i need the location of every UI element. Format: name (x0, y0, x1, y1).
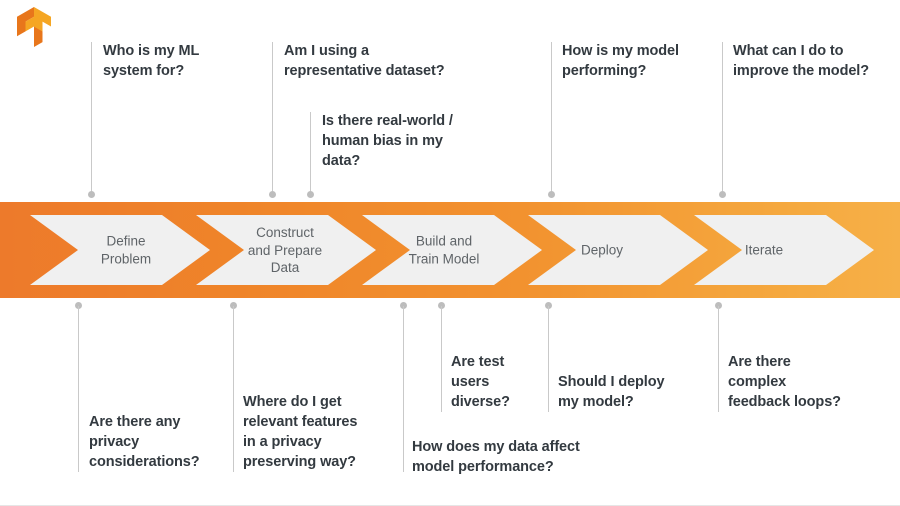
callout-data-affect-model-performance: How does my data affect model performanc… (412, 439, 580, 475)
connector-dot-real-world-human-bias (307, 191, 314, 198)
connector-line-relevant-features-privacy (233, 306, 234, 472)
step-label-build-train-model: Build and Train Model (408, 233, 480, 267)
connector-dot-complex-feedback-loops (715, 302, 722, 309)
connector-line-real-world-human-bias (310, 112, 311, 195)
callout-complex-feedback-loops: Are there complex feedback loops? (728, 354, 841, 410)
chevron-build-train-model (362, 215, 542, 285)
connector-line-complex-feedback-loops (718, 306, 719, 412)
connector-dot-should-i-deploy-my-model (545, 302, 552, 309)
step-label-construct-prepare-data: Construct and Prepare Data (247, 224, 323, 275)
chevron-define-problem (30, 215, 210, 285)
connector-line-test-users-diverse (441, 306, 442, 412)
connector-line-how-is-my-model-performing (551, 42, 552, 195)
callout-real-world-human-bias: Is there real-world / human bias in my d… (322, 113, 453, 169)
callout-who-is-my-ml-system-for: Who is my ML system for? (103, 43, 200, 79)
connector-dot-representative-dataset (269, 191, 276, 198)
connector-line-who-is-my-ml-system-for (91, 42, 92, 195)
connector-line-representative-dataset (272, 42, 273, 195)
connector-dot-data-affect-model-performance (400, 302, 407, 309)
connector-line-data-affect-model-performance (403, 306, 404, 472)
connector-dot-privacy-considerations (75, 302, 82, 309)
connector-line-improve-the-model (722, 42, 723, 195)
connector-dot-who-is-my-ml-system-for (88, 191, 95, 198)
step-label-define-problem: Define Problem (100, 233, 152, 267)
connector-dot-relevant-features-privacy (230, 302, 237, 309)
connector-line-should-i-deploy-my-model (548, 306, 549, 412)
connector-dot-improve-the-model (719, 191, 726, 198)
step-label-deploy: Deploy (580, 242, 624, 258)
step-label-iterate: Iterate (744, 242, 784, 258)
callout-representative-dataset: Am I using a representative dataset? (284, 43, 445, 79)
connector-line-privacy-considerations (78, 306, 79, 472)
callout-should-i-deploy-my-model: Should I deploy my model? (558, 374, 665, 410)
connector-dot-test-users-diverse (438, 302, 445, 309)
callout-test-users-diverse: Are test users diverse? (451, 354, 510, 410)
chevron-iterate (694, 215, 874, 285)
callout-how-is-my-model-performing: How is my model performing? (562, 43, 679, 79)
connector-dot-how-is-my-model-performing (548, 191, 555, 198)
callout-improve-the-model: What can I do to improve the model? (733, 43, 869, 79)
chevron-deploy (528, 215, 708, 285)
chevron-construct-prepare-data (196, 215, 376, 285)
callout-relevant-features-privacy: Where do I get relevant features in a pr… (243, 394, 358, 470)
callout-privacy-considerations: Are there any privacy considerations? (89, 414, 200, 470)
workflow-chevrons (30, 215, 874, 285)
tensorflow-logo (17, 7, 51, 47)
